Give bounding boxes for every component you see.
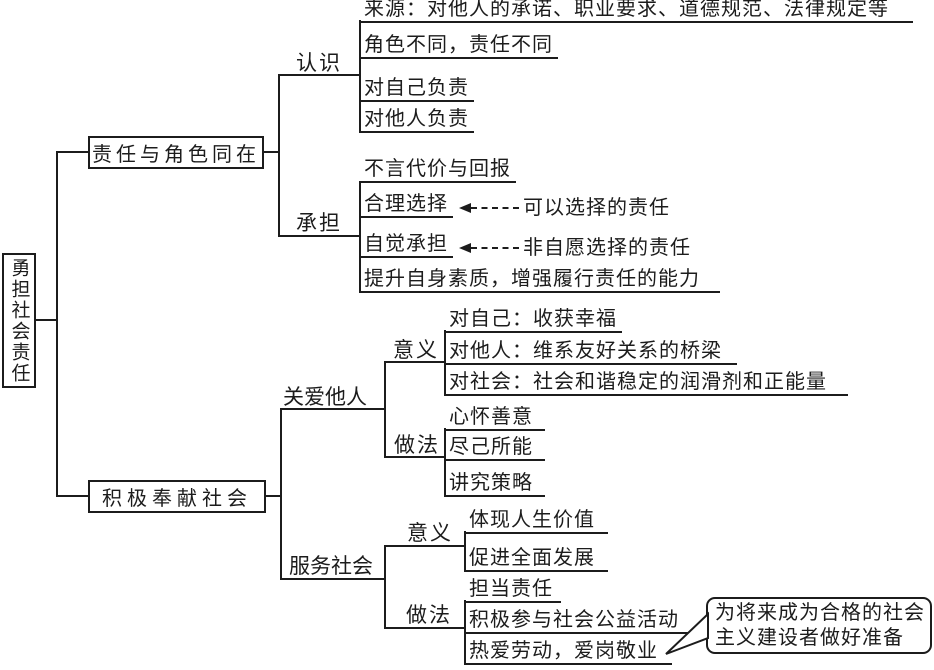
callout-bubble: 为将来成为合格的社会 主义建设者做好准备 — [706, 597, 932, 654]
leaf-item: 对他人负责 — [359, 108, 474, 133]
connector-line — [359, 20, 361, 133]
node-guanai-yiyi-label: 意义 — [393, 338, 439, 362]
connector-line — [280, 408, 386, 410]
node-chengdan-label: 承担 — [296, 211, 342, 235]
leaf-item: 对自己：收获幸福 — [444, 308, 622, 333]
leaf-item: 心怀善意 — [444, 406, 545, 431]
dashed-line — [471, 247, 519, 249]
connector-line — [278, 74, 280, 237]
leaf-item: 体现人生价值 — [464, 509, 608, 534]
connector-line — [264, 151, 279, 153]
connector-line — [444, 428, 446, 497]
connector-line — [384, 361, 386, 458]
connector-line — [384, 545, 386, 629]
leaf-item: 对社会：社会和谐稳定的润滑剂和正能量 — [444, 371, 848, 396]
connector-line — [280, 578, 386, 580]
leaf-item: 来源：对他人的承诺、职业要求、道德规范、法律规定等 — [359, 0, 913, 23]
arrow-left-icon — [459, 243, 471, 253]
connector-line — [384, 627, 466, 629]
leaf-item: 讲究策略 — [444, 472, 545, 497]
node-guanai-label: 关爱他人 — [283, 385, 367, 409]
connector-line — [384, 545, 466, 547]
arrow-left-icon — [459, 203, 471, 213]
connector-line — [266, 495, 281, 497]
branch1-node-box: 责任与角色同在 — [88, 136, 264, 169]
leaf-item: 担当责任 — [464, 578, 561, 603]
node-fuwu-yiyi-label: 意义 — [407, 521, 453, 545]
connector-line — [56, 151, 88, 153]
annotation-choosable: 可以选择的责任 — [459, 197, 670, 219]
leaf-item: 对他人：维系友好关系的桥梁 — [444, 340, 737, 365]
connector-line — [36, 319, 57, 321]
leaf-item: 尽己所能 — [444, 436, 545, 461]
leaf-item: 对自己负责 — [359, 77, 474, 102]
connector-line — [384, 361, 446, 363]
connector-line — [280, 408, 282, 580]
connector-line — [278, 74, 361, 76]
connector-line — [359, 181, 361, 293]
leaf-item: 合理选择 — [359, 193, 453, 218]
node-fuwu-label: 服务社会 — [289, 554, 373, 578]
branch2-node-box: 积极奉献社会 — [88, 480, 266, 513]
leaf-item: 热爱劳动，爱岗敬业 — [464, 640, 672, 665]
callout-line2: 主义建设者做好准备 — [715, 627, 904, 649]
connector-line — [56, 495, 88, 497]
annotation-text: 可以选择的责任 — [523, 197, 670, 219]
leaf-item: 促进全面发展 — [464, 547, 608, 572]
callout-line1: 为将来成为合格的社会 — [715, 602, 925, 624]
node-fuwu-zuofa-label: 做法 — [406, 603, 452, 627]
dashed-line — [471, 207, 519, 209]
node-renshi-label: 认识 — [296, 51, 342, 75]
root-node-box: 勇担社会责任 — [2, 253, 36, 388]
leaf-item: 角色不同，责任不同 — [359, 34, 558, 59]
leaf-item: 提升自身素质，增强履行责任的能力 — [359, 268, 720, 293]
node-guanai-zuofa-label: 做法 — [394, 433, 440, 457]
annotation-text: 非自愿选择的责任 — [523, 237, 691, 259]
connector-line — [464, 531, 466, 572]
connector-line — [384, 456, 446, 458]
leaf-item: 不言代价与回报 — [359, 158, 516, 183]
connector-line — [278, 235, 361, 237]
leaf-item: 积极参与社会公益活动 — [464, 609, 697, 634]
annotation-involuntary: 非自愿选择的责任 — [459, 237, 691, 259]
leaf-item: 自觉承担 — [359, 233, 453, 258]
connector-line — [56, 151, 58, 497]
callout-tail-pointer — [665, 611, 709, 655]
